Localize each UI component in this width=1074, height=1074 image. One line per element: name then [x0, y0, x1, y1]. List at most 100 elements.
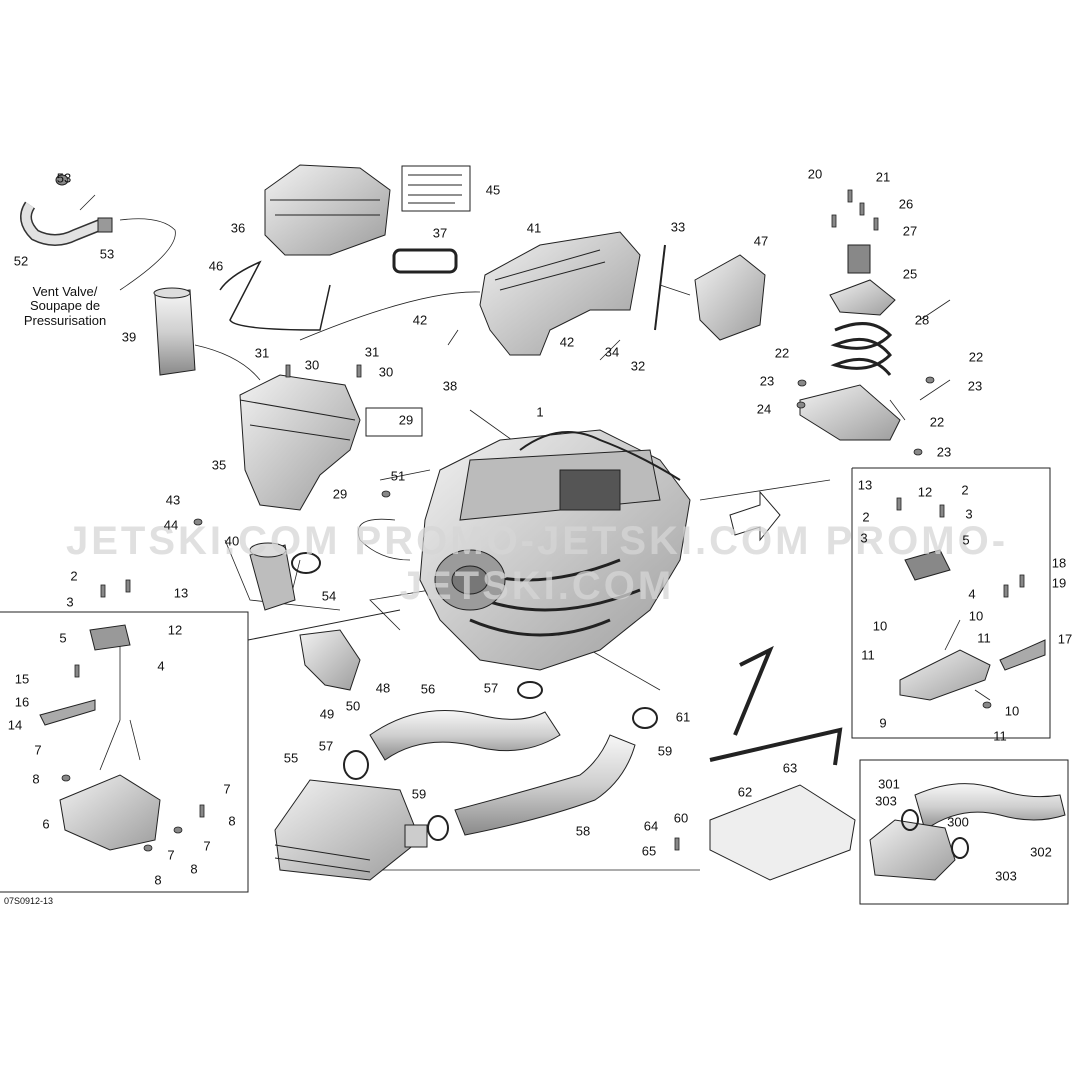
- callout-301[interactable]: 301: [878, 776, 900, 792]
- callout-52[interactable]: 52: [13, 253, 29, 269]
- callout-64[interactable]: 64: [643, 818, 659, 834]
- callout-3[interactable]: 3: [965, 506, 973, 522]
- callout-10[interactable]: 10: [1004, 703, 1020, 719]
- callout-4[interactable]: 4: [968, 586, 976, 602]
- callout-3[interactable]: 3: [66, 594, 74, 610]
- callout-19[interactable]: 19: [1051, 575, 1067, 591]
- callout-23[interactable]: 23: [936, 444, 952, 460]
- callout-300[interactable]: 300: [947, 814, 969, 830]
- callout-30[interactable]: 30: [378, 364, 394, 380]
- callout-58[interactable]: 58: [575, 823, 591, 839]
- callout-17[interactable]: 17: [1057, 631, 1073, 647]
- callout-8[interactable]: 8: [228, 813, 236, 829]
- callout-12[interactable]: 12: [167, 622, 183, 638]
- callout-11[interactable]: 11: [861, 647, 875, 663]
- callout-302[interactable]: 302: [1030, 844, 1052, 860]
- callout-41[interactable]: 41: [526, 220, 542, 236]
- callout-32[interactable]: 32: [630, 358, 646, 374]
- callout-5[interactable]: 5: [59, 630, 67, 646]
- callout-50[interactable]: 50: [345, 698, 361, 714]
- callout-57[interactable]: 57: [483, 680, 499, 696]
- callout-35[interactable]: 35: [211, 457, 227, 473]
- callout-14[interactable]: 14: [7, 717, 23, 733]
- callout-46[interactable]: 46: [208, 258, 224, 274]
- callout-31[interactable]: 31: [364, 344, 380, 360]
- callout-24[interactable]: 24: [756, 401, 772, 417]
- callout-55[interactable]: 55: [283, 750, 299, 766]
- callout-7[interactable]: 7: [203, 838, 211, 854]
- callout-23[interactable]: 23: [967, 378, 983, 394]
- callout-61[interactable]: 61: [675, 709, 691, 725]
- callout-44[interactable]: 44: [163, 517, 179, 533]
- callout-7[interactable]: 7: [223, 781, 231, 797]
- callout-3[interactable]: 3: [860, 530, 868, 546]
- callout-22[interactable]: 22: [774, 345, 790, 361]
- callout-54[interactable]: 54: [321, 588, 337, 604]
- callout-65[interactable]: 65: [641, 843, 657, 859]
- callout-42[interactable]: 42: [412, 312, 428, 328]
- callout-8[interactable]: 8: [190, 861, 198, 877]
- callout-1[interactable]: 1: [536, 404, 544, 420]
- callout-10[interactable]: 10: [968, 608, 984, 624]
- callout-22[interactable]: 22: [968, 349, 984, 365]
- callout-33[interactable]: 33: [670, 219, 686, 235]
- callout-8[interactable]: 8: [32, 771, 40, 787]
- callout-303[interactable]: 303: [875, 793, 897, 809]
- callout-15[interactable]: 15: [14, 671, 30, 687]
- callout-10[interactable]: 10: [872, 618, 888, 634]
- callout-53[interactable]: 53: [56, 170, 72, 186]
- callout-11[interactable]: 11: [993, 728, 1007, 744]
- callout-4[interactable]: 4: [157, 658, 165, 674]
- callout-28[interactable]: 28: [914, 312, 930, 328]
- callout-29[interactable]: 29: [398, 412, 414, 428]
- callout-45[interactable]: 45: [485, 182, 501, 198]
- callout-34[interactable]: 34: [604, 344, 620, 360]
- callout-7[interactable]: 7: [34, 742, 42, 758]
- callout-13[interactable]: 13: [173, 585, 189, 601]
- callout-53[interactable]: 53: [99, 246, 115, 262]
- callout-22[interactable]: 22: [929, 414, 945, 430]
- callout-31[interactable]: 31: [254, 345, 270, 361]
- callout-7[interactable]: 7: [167, 847, 175, 863]
- callout-27[interactable]: 27: [902, 223, 918, 239]
- callout-20[interactable]: 20: [807, 166, 823, 182]
- callout-25[interactable]: 25: [902, 266, 918, 282]
- callout-56[interactable]: 56: [420, 681, 436, 697]
- callout-38[interactable]: 38: [442, 378, 458, 394]
- callout-2[interactable]: 2: [70, 568, 78, 584]
- callout-23[interactable]: 23: [759, 373, 775, 389]
- callout-11[interactable]: 11: [977, 630, 991, 646]
- callout-36[interactable]: 36: [230, 220, 246, 236]
- callout-303[interactable]: 303: [995, 868, 1017, 884]
- callout-12[interactable]: 12: [917, 484, 933, 500]
- callout-59[interactable]: 59: [657, 743, 673, 759]
- callout-59[interactable]: 59: [411, 786, 427, 802]
- callout-26[interactable]: 26: [898, 196, 914, 212]
- callout-42[interactable]: 42: [559, 334, 575, 350]
- callout-62[interactable]: 62: [737, 784, 753, 800]
- callout-51[interactable]: 51: [390, 468, 406, 484]
- callout-5[interactable]: 5: [962, 532, 970, 548]
- callout-29[interactable]: 29: [332, 486, 348, 502]
- callout-60[interactable]: 60: [673, 810, 689, 826]
- callout-47[interactable]: 47: [753, 233, 769, 249]
- callout-21[interactable]: 21: [875, 169, 891, 185]
- callout-48[interactable]: 48: [375, 680, 391, 696]
- callout-8[interactable]: 8: [154, 872, 162, 888]
- callout-9[interactable]: 9: [879, 715, 887, 731]
- callout-63[interactable]: 63: [782, 760, 798, 776]
- callout-49[interactable]: 49: [319, 706, 335, 722]
- callout-6[interactable]: 6: [42, 816, 50, 832]
- callout-18[interactable]: 18: [1051, 555, 1067, 571]
- callout-13[interactable]: 13: [857, 477, 873, 493]
- callout-37[interactable]: 37: [432, 225, 448, 241]
- callout-30[interactable]: 30: [304, 357, 320, 373]
- vent-hose: [20, 174, 113, 246]
- callout-43[interactable]: 43: [165, 492, 181, 508]
- callout-39[interactable]: 39: [121, 329, 137, 345]
- callout-16[interactable]: 16: [14, 694, 30, 710]
- callout-57[interactable]: 57: [318, 738, 334, 754]
- callout-2[interactable]: 2: [862, 509, 870, 525]
- callout-40[interactable]: 40: [224, 533, 240, 549]
- callout-2[interactable]: 2: [961, 482, 969, 498]
